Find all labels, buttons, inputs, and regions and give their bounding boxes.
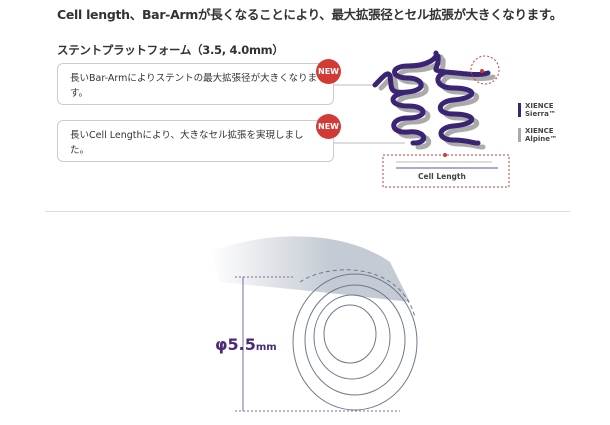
feature-cell-length: 長いCell Lengthにより、大きなセル拡張を実現しました。: [57, 120, 334, 162]
feature-text: 長いCell Lengthにより、大きなセル拡張を実現しました。: [70, 130, 304, 156]
diameter-label: φ5.5mm: [215, 335, 277, 354]
cell-length-label: Cell Length: [418, 172, 466, 181]
diameter-value: φ5.5: [215, 335, 256, 354]
new-badge: NEW: [316, 59, 341, 84]
new-badge: NEW: [316, 114, 341, 139]
legend-name: XIENCE: [525, 127, 554, 135]
legend-sub: Alpine™: [525, 135, 557, 143]
diameter-unit: mm: [255, 342, 277, 353]
divider: [45, 211, 570, 212]
headline: Cell length、Bar-Armが長くなることにより、最大拡張径とセル拡張…: [57, 7, 563, 22]
feature-text: 長いBar-Armによりステントの最大拡張径が大きくなります。: [70, 73, 318, 99]
expanded-stent-image: [210, 236, 418, 412]
platform-title: ステントプラットフォーム（3.5, 4.0mm）: [57, 43, 284, 57]
legend-name: XIENCE: [525, 102, 554, 110]
stent-strut-diagram: [334, 50, 510, 188]
legend-sub: Sierra™: [525, 110, 556, 118]
feature-bar-arm: 長いBar-Armによりステントの最大拡張径が大きくなります。: [57, 63, 334, 105]
